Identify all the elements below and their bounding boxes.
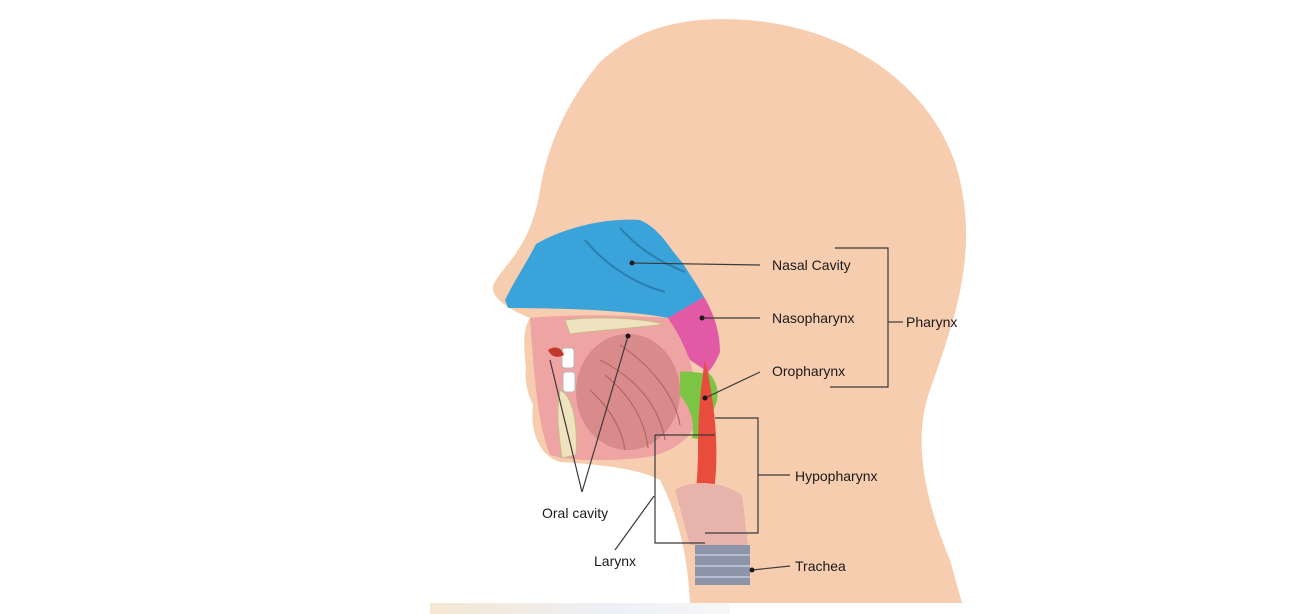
nasopharynx-region (668, 297, 720, 372)
larynx-region (675, 483, 748, 545)
label-trachea: Trachea (795, 558, 846, 574)
lips (548, 347, 564, 357)
upper-tooth (561, 347, 575, 369)
tongue (576, 334, 680, 450)
lower-tooth (562, 371, 576, 393)
bottom-image-strip (430, 603, 730, 614)
label-oropharynx: Oropharynx (772, 363, 845, 379)
larynx-box (654, 434, 715, 544)
label-nasal-cavity: Nasal Cavity (772, 257, 851, 273)
nasal-cavity-region (505, 219, 704, 318)
label-oral-cavity: Oral cavity (542, 505, 608, 521)
palate-bone (564, 317, 665, 335)
label-larynx: Larynx (594, 553, 636, 569)
label-hypopharynx: Hypopharynx (795, 468, 878, 484)
trachea (695, 545, 750, 585)
jaw-bone (557, 389, 577, 459)
label-pharynx: Pharynx (906, 314, 957, 330)
pharynx-bracket (830, 247, 889, 388)
label-nasopharynx: Nasopharynx (772, 310, 855, 326)
